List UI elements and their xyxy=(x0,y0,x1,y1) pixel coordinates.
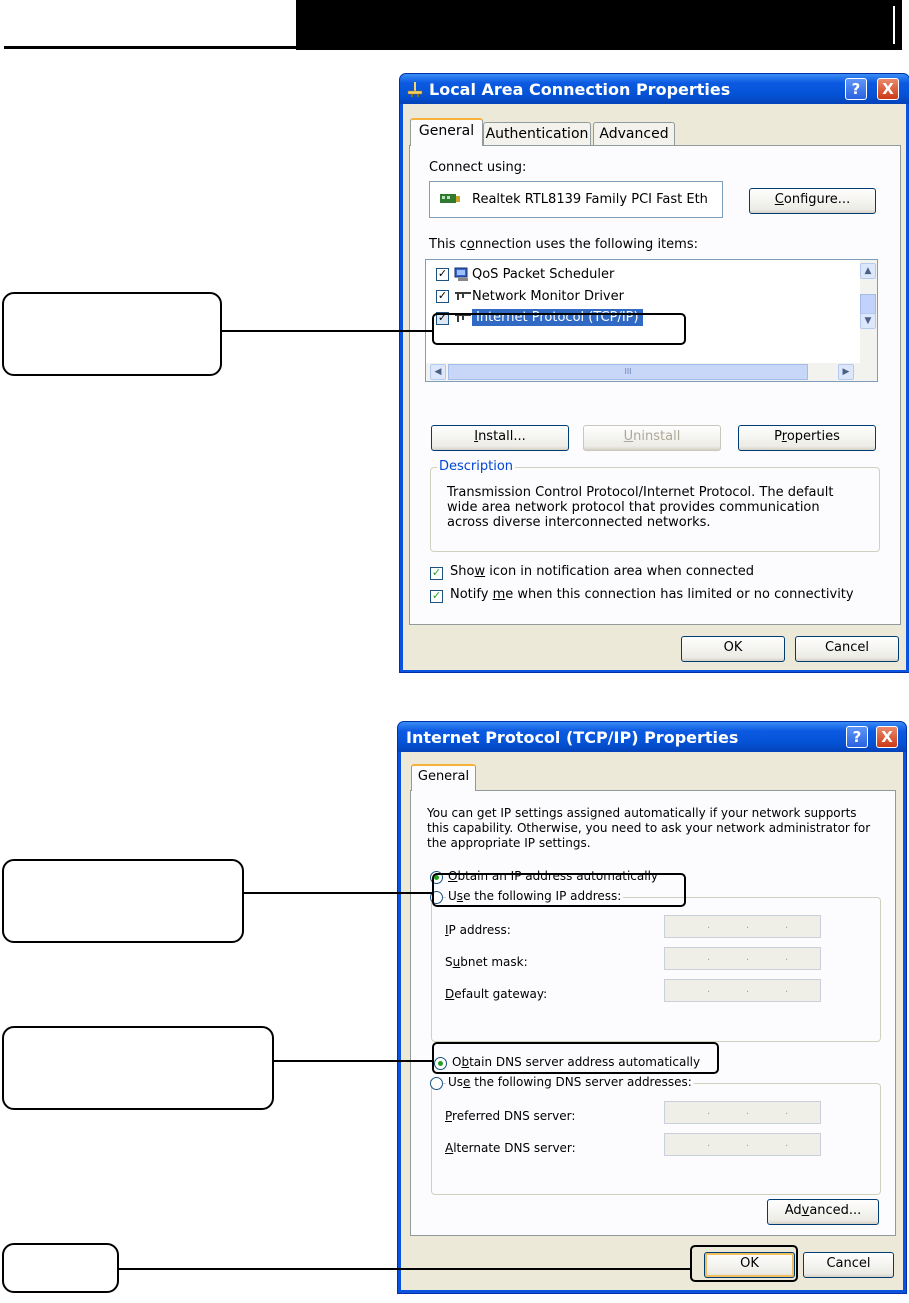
cancel-button[interactable]: Cancel xyxy=(795,636,899,662)
use-dns-label: Use the following DNS server addresses: xyxy=(446,1075,694,1089)
callout-box-obtain-dns xyxy=(2,1026,274,1110)
header-bar-divider xyxy=(893,6,895,44)
vertical-scrollbar[interactable]: ▲ ▼ xyxy=(860,260,877,363)
highlight-ok-button xyxy=(690,1245,798,1282)
callout-box-obtain-ip xyxy=(2,859,244,943)
ip-address-label: IP address: xyxy=(445,923,511,937)
qos-checkbox[interactable]: ✓ xyxy=(436,267,449,281)
lan-titlebar[interactable]: Local Area Connection Properties ? X xyxy=(400,74,909,104)
tcpip-titlebar[interactable]: Internet Protocol (TCP/IP) Properties ? … xyxy=(398,722,906,752)
network-protocol-icon xyxy=(454,290,472,306)
scroll-down-icon[interactable]: ▼ xyxy=(860,313,876,329)
callout-line-obtain-dns xyxy=(274,1060,432,1062)
list-item-label: QoS Packet Scheduler xyxy=(472,267,615,282)
gateway-label: Default gateway: xyxy=(445,987,548,1001)
scroll-up-icon[interactable]: ▲ xyxy=(860,263,876,279)
list-item[interactable]: ✓ Network Monitor Driver xyxy=(436,287,836,307)
show-icon-label: Show icon in notification area when conn… xyxy=(450,564,754,579)
network-adapter-icon xyxy=(440,193,460,209)
intro-text: You can get IP settings assigned automat… xyxy=(427,806,871,850)
lan-properties-window: Local Area Connection Properties ? X Gen… xyxy=(399,73,909,673)
highlight-obtain-dns xyxy=(432,1042,719,1074)
tcpip-checkbox[interactable]: ✓ xyxy=(436,311,449,325)
network-connection-icon xyxy=(406,81,424,97)
callout-line-ok xyxy=(119,1268,690,1270)
scroll-right-icon[interactable]: ▶ xyxy=(838,364,854,380)
preferred-dns-label: Preferred DNS server: xyxy=(445,1109,576,1123)
show-icon-checkbox[interactable]: ✓ xyxy=(430,566,443,580)
callout-box-ok xyxy=(2,1243,119,1293)
items-label: This connection uses the following items… xyxy=(429,237,698,252)
list-item[interactable]: ✓ QoS Packet Scheduler xyxy=(436,265,836,285)
description-text: Transmission Control Protocol/Internet P… xyxy=(447,485,834,530)
list-item-label: Network Monitor Driver xyxy=(472,289,624,304)
scroll-left-icon[interactable]: ◀ xyxy=(430,364,446,380)
subnet-mask-input[interactable]: ... xyxy=(664,947,821,970)
cancel-button[interactable]: Cancel xyxy=(803,1252,894,1278)
adapter-name: Realtek RTL8139 Family PCI Fast Eth xyxy=(472,192,708,207)
uninstall-button[interactable]: Uninstall xyxy=(583,425,721,451)
lan-dialog-title: Local Area Connection Properties xyxy=(429,80,731,99)
callout-line-tcpip xyxy=(222,330,432,332)
ok-button[interactable]: OK xyxy=(704,1252,795,1278)
tcpip-client-area: General You can get IP settings assigned… xyxy=(401,752,903,1290)
callout-line-obtain-ip xyxy=(244,892,432,894)
notify-label: Notify me when this connection has limit… xyxy=(450,587,854,602)
tab-general[interactable]: General xyxy=(410,118,483,146)
description-title: Description xyxy=(437,459,516,474)
ok-button[interactable]: OK xyxy=(681,636,785,662)
highlight-obtain-ip xyxy=(432,873,686,907)
subnet-mask-label: Subnet mask: xyxy=(445,955,528,969)
close-button[interactable]: X xyxy=(876,726,898,748)
lan-general-page: Connect using: Realtek RTL8139 Family PC… xyxy=(409,145,901,625)
alternate-dns-input[interactable]: ... xyxy=(664,1133,821,1156)
header-bar xyxy=(296,0,902,50)
use-ip-label: Use the following IP address: xyxy=(446,889,624,903)
highlight-tcpip-item xyxy=(432,313,686,345)
preferred-dns-input[interactable]: ... xyxy=(664,1101,821,1124)
alternate-dns-label: Alternate DNS server: xyxy=(445,1141,576,1155)
obtain-dns-label: Obtain DNS server address automatically xyxy=(452,1055,701,1069)
static-ip-group xyxy=(431,897,881,1042)
lan-client-area: General Authentication Advanced Connect … xyxy=(403,104,906,670)
obtain-dns-radio[interactable] xyxy=(434,1057,447,1070)
network-protocol-icon xyxy=(454,312,472,328)
close-button[interactable]: X xyxy=(877,78,899,100)
use-dns-radio[interactable] xyxy=(430,1077,443,1090)
ip-address-input[interactable]: ... xyxy=(664,915,821,938)
horizontal-scrollbar[interactable]: ◀ III ▶ xyxy=(426,363,877,381)
scroll-thumb[interactable] xyxy=(860,294,876,314)
configure-button[interactable]: Configure... xyxy=(749,188,876,214)
description-group xyxy=(430,467,880,552)
adapter-field: Realtek RTL8139 Family PCI Fast Eth xyxy=(429,181,723,218)
network-monitor-checkbox[interactable]: ✓ xyxy=(436,289,449,303)
install-button[interactable]: Install... xyxy=(431,425,569,451)
callout-box-tcpip xyxy=(2,292,222,376)
tab-advanced[interactable]: Advanced xyxy=(593,122,675,146)
tcpip-general-page: You can get IP settings assigned automat… xyxy=(410,790,896,1236)
header-rule xyxy=(4,46,300,49)
notify-checkbox[interactable]: ✓ xyxy=(430,589,443,603)
tab-general[interactable]: General xyxy=(411,764,476,791)
tcpip-properties-window: Internet Protocol (TCP/IP) Properties ? … xyxy=(397,721,907,1294)
help-button[interactable]: ? xyxy=(846,726,868,748)
obtain-ip-label: Obtain an IP address automatically xyxy=(448,869,659,883)
properties-button[interactable]: Properties xyxy=(738,425,876,451)
advanced-button[interactable]: Advanced... xyxy=(767,1199,879,1225)
connect-using-label: Connect using: xyxy=(429,160,527,175)
horizontal-scroll-thumb[interactable]: III xyxy=(448,364,808,380)
help-button[interactable]: ? xyxy=(845,78,867,100)
scheduler-icon xyxy=(454,266,470,286)
tab-authentication[interactable]: Authentication xyxy=(483,122,591,146)
tcpip-dialog-title: Internet Protocol (TCP/IP) Properties xyxy=(406,728,739,747)
gateway-input[interactable]: ... xyxy=(664,979,821,1002)
